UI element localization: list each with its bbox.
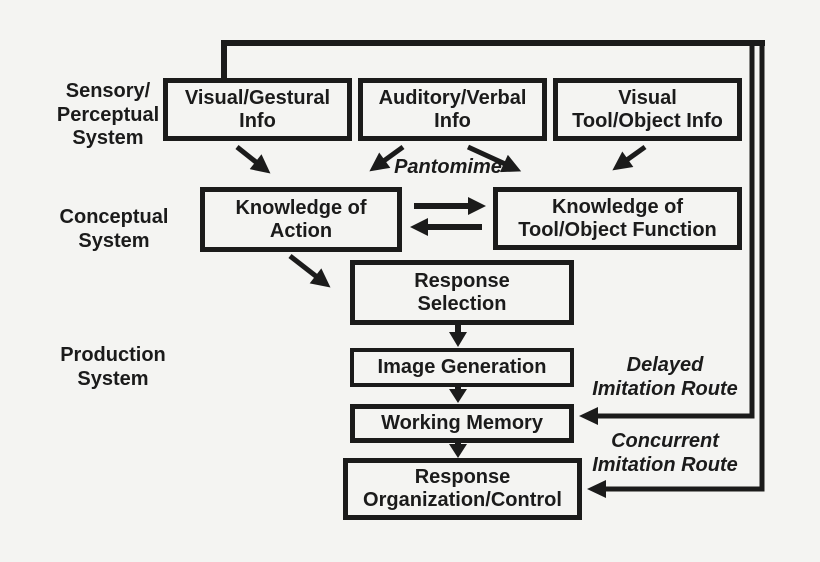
concurrent-route-line: [606, 43, 765, 492]
knowledge-of-tool-object-function-box: Knowledge of Tool/Object Function: [493, 187, 742, 250]
arrow-working-memory-to-response-org-head: [449, 444, 467, 458]
arrow-auditory-verbal-to-knowledge-tool: [466, 144, 522, 173]
concurrent-imitation-route-label: Concurrent Imitation Route: [592, 430, 738, 476]
delayed-imitation-route-label: Delayed Imitation Route: [592, 354, 738, 400]
image-generation-box: Image Generation: [350, 348, 574, 387]
visual-gestural-info-box: Visual/Gestural Info: [163, 78, 352, 141]
response-selection-box: Response Selection: [350, 260, 574, 325]
concurrent-route-arrowhead: [587, 480, 606, 498]
sensory-perceptual-system-label: Sensory/ Perceptual System: [56, 80, 160, 150]
arrow-response-selection-to-image-generation-head: [449, 332, 467, 347]
arrow-auditory-verbal-to-knowledge-action: [369, 144, 405, 172]
conceptual-system-label: Conceptual System: [59, 206, 169, 252]
knowledge-of-action-box: Knowledge of Action: [200, 187, 402, 252]
visual-tool-object-info-box: Visual Tool/Object Info: [553, 78, 742, 141]
arrow-visual-tool-to-knowledge-tool: [612, 144, 647, 171]
arrow-visual-gestural-to-knowledge-action: [235, 145, 271, 174]
auditory-verbal-info-box: Auditory/Verbal Info: [358, 78, 547, 141]
pantomime-label: Pantomime: [394, 156, 502, 178]
working-memory-box: Working Memory: [350, 404, 574, 443]
delayed-route-line: [598, 43, 755, 419]
arrow-knowledge-tool-to-action-head: [410, 218, 428, 236]
response-organization-control-box: Response Organization/Control: [343, 458, 582, 520]
arrow-image-generation-to-working-memory-head: [449, 389, 467, 403]
production-system-label: Production System: [60, 344, 166, 390]
top-route-line: [221, 40, 765, 78]
arrow-knowledge-action-to-response-selection: [288, 254, 331, 288]
arrow-knowledge-action-to-tool-head: [468, 197, 486, 215]
delayed-route-arrowhead: [579, 407, 598, 425]
